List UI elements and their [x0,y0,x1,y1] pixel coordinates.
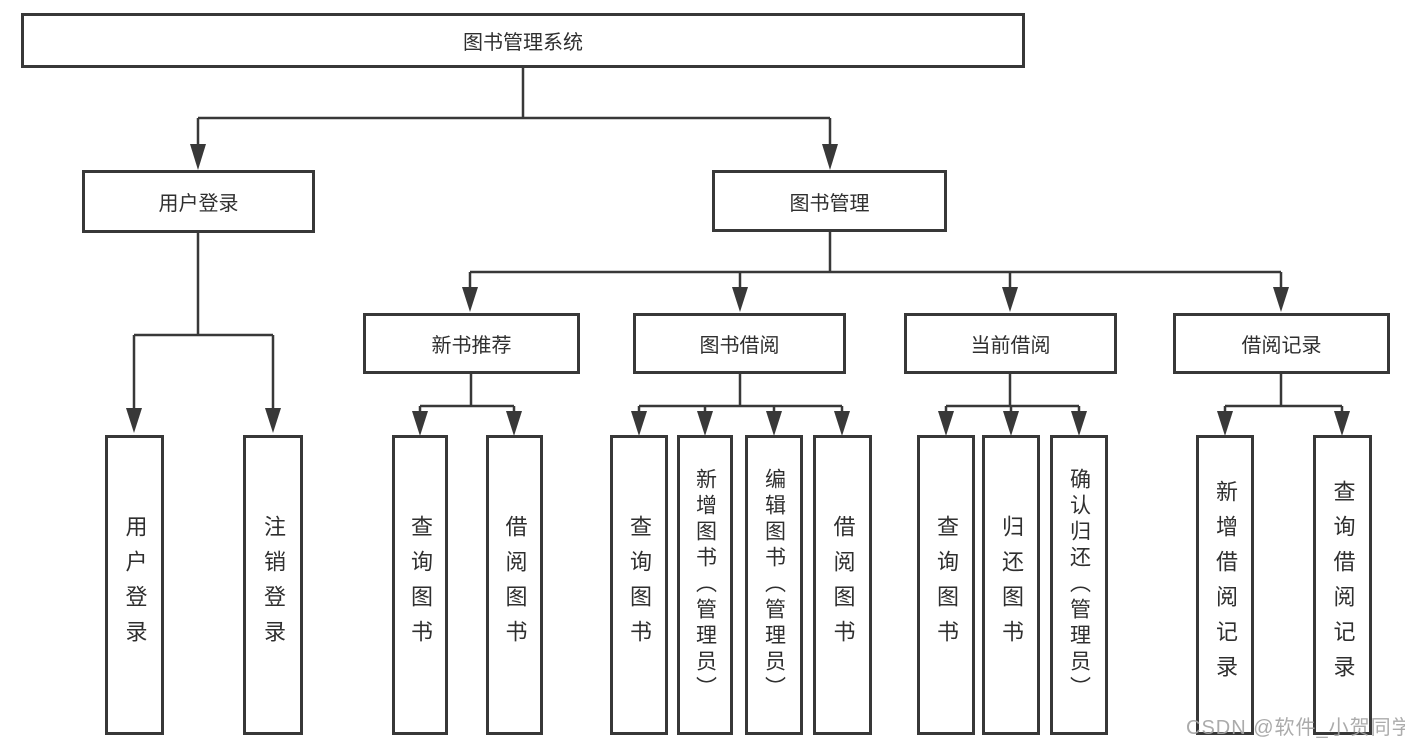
arrowhead-icon [766,411,782,436]
leaf-return-books: 归还图书 [982,435,1040,735]
arrowhead-icon [697,411,713,436]
leaf-user-login: 用户登录 [105,435,164,735]
leaf-query-borrow-record: 查询借阅记录 [1313,435,1372,735]
arrowhead-icon [462,287,478,312]
node-borrow-records: 借阅记录 [1173,313,1390,374]
node-current-borrow: 当前借阅 [904,313,1117,374]
leaf-logout: 注销登录 [243,435,303,735]
leaf-edit-books-admin: 编辑图书（管理员） [745,435,803,735]
connector-borrow-records [1217,374,1350,436]
arrowhead-icon [938,411,954,436]
arrowhead-icon [1273,287,1289,312]
node-book-borrow: 图书借阅 [633,313,846,374]
arrowhead-icon [834,411,850,436]
node-user-login: 用户登录 [82,170,315,233]
connector-new-books [412,374,522,436]
arrowhead-icon [1217,411,1233,436]
leaf-add-books-admin: 新增图书（管理员） [677,435,733,735]
connector-root [190,68,838,170]
arrowhead-icon [631,411,647,436]
node-new-book-recommend: 新书推荐 [363,313,580,374]
connector-book-management [462,232,1289,312]
node-library-management-system: 图书管理系统 [21,13,1025,68]
arrowhead-icon [732,287,748,312]
node-book-management: 图书管理 [712,170,947,232]
connector-current-borrow [938,374,1087,436]
arrowhead-icon [190,144,206,170]
arrowhead-icon [1071,411,1087,436]
leaf-borrow-books-recommend: 借阅图书 [486,435,543,735]
arrowhead-icon [126,408,142,433]
connector-book-borrow [631,374,850,436]
leaf-borrow-books: 借阅图书 [813,435,872,735]
leaf-add-borrow-record: 新增借阅记录 [1196,435,1254,735]
arrowhead-icon [1334,411,1350,436]
arrowhead-icon [1003,411,1019,436]
watermark-text: CSDN @软件_小贺同学 [1186,717,1405,739]
arrowhead-icon [822,144,838,170]
arrowhead-icon [506,411,522,436]
leaf-confirm-return-admin: 确认归还（管理员） [1050,435,1108,735]
leaf-query-books-current: 查询图书 [917,435,975,735]
arrowhead-icon [1002,287,1018,312]
leaf-query-books-borrow: 查询图书 [610,435,668,735]
connector-user-login [126,233,281,433]
leaf-query-books-recommend: 查询图书 [392,435,448,735]
arrowhead-icon [412,411,428,436]
arrowhead-icon [265,408,281,433]
